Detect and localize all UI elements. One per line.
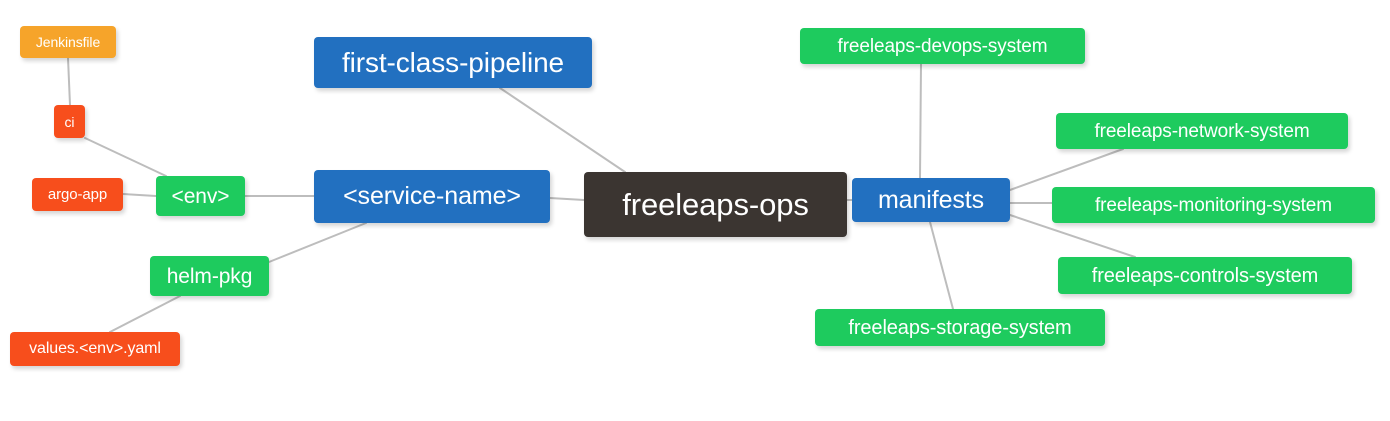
node-label-freeleaps-storage-system: freeleaps-storage-system: [848, 316, 1072, 339]
node-label-env: <env>: [171, 184, 230, 208]
node-env[interactable]: <env>: [156, 176, 245, 216]
node-label-freeleaps-devops-system: freeleaps-devops-system: [837, 35, 1048, 57]
edge-helm-pkg-to-service-name: [268, 222, 367, 263]
node-freeleaps-devops-system[interactable]: freeleaps-devops-system: [800, 28, 1085, 64]
node-freeleaps-network-system[interactable]: freeleaps-network-system: [1056, 113, 1348, 149]
edge-manifests-to-freeleaps-storage-system: [929, 221, 954, 310]
node-label-jenkinsfile: Jenkinsfile: [35, 34, 101, 50]
node-label-freeleaps-controls-system: freeleaps-controls-system: [1091, 264, 1319, 287]
node-freeleaps-ops[interactable]: freeleaps-ops: [584, 172, 847, 237]
edge-service-name-to-freeleaps-ops: [549, 197, 585, 201]
node-label-freeleaps-network-system: freeleaps-network-system: [1094, 120, 1310, 142]
edge-first-class-pipeline-to-freeleaps-ops: [499, 87, 626, 173]
node-label-helm-pkg: helm-pkg: [166, 264, 253, 288]
edge-ci-to-env: [84, 137, 167, 177]
edge-values-env-yaml-to-helm-pkg: [109, 295, 181, 333]
edge-manifests-to-freeleaps-devops-system: [919, 63, 922, 179]
node-helm-pkg[interactable]: helm-pkg: [150, 256, 269, 296]
node-freeleaps-monitoring-system[interactable]: freeleaps-monitoring-system: [1052, 187, 1375, 223]
edge-argo-app-to-env: [122, 193, 157, 197]
node-service-name[interactable]: <service-name>: [314, 170, 550, 223]
node-ci[interactable]: ci: [54, 105, 85, 138]
node-label-first-class-pipeline: first-class-pipeline: [341, 46, 565, 78]
node-freeleaps-storage-system[interactable]: freeleaps-storage-system: [815, 309, 1105, 346]
node-label-service-name: <service-name>: [343, 182, 521, 210]
node-label-freeleaps-ops: freeleaps-ops: [622, 187, 809, 222]
node-values-env-yaml[interactable]: values.<env>.yaml: [10, 332, 180, 366]
node-jenkinsfile[interactable]: Jenkinsfile: [20, 26, 116, 58]
node-first-class-pipeline[interactable]: first-class-pipeline: [314, 37, 592, 88]
node-freeleaps-controls-system[interactable]: freeleaps-controls-system: [1058, 257, 1352, 294]
node-argo-app[interactable]: argo-app: [32, 178, 123, 211]
node-label-freeleaps-monitoring-system: freeleaps-monitoring-system: [1095, 194, 1332, 216]
node-manifests[interactable]: manifests: [852, 178, 1010, 222]
edge-manifests-to-freeleaps-network-system: [1009, 148, 1124, 191]
node-label-values-env-yaml: values.<env>.yaml: [29, 340, 161, 357]
node-label-ci: ci: [64, 113, 75, 130]
edge-jenkinsfile-to-ci: [67, 57, 71, 106]
node-label-manifests: manifests: [877, 185, 985, 214]
node-label-argo-app: argo-app: [47, 186, 108, 203]
